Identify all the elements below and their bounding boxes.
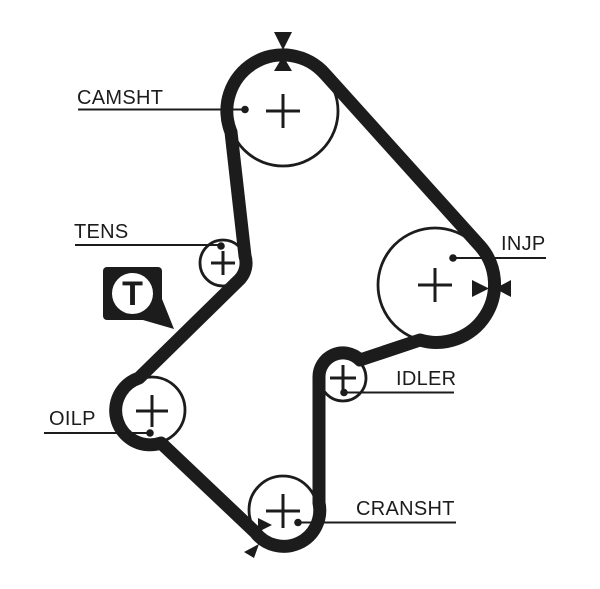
injection-pump-leader-dot	[449, 254, 457, 262]
idler-leader-dot	[340, 388, 348, 397]
tensioner-center-cross	[211, 251, 235, 275]
leader-lines	[44, 108, 546, 524]
injection-pump-timing-mark-outer-icon	[495, 280, 511, 297]
camshaft-timing-mark-outer-icon	[274, 32, 292, 50]
tensioner-badge-tail	[136, 299, 174, 329]
label-injection-pump: INJP	[501, 233, 546, 255]
label-tensioner: TENS	[74, 221, 129, 243]
tensioner-badge-letter: T	[122, 275, 143, 313]
crankshaft-timing-mark-inner-icon	[258, 518, 272, 532]
label-camshaft: CAMSHT	[77, 87, 164, 109]
crankshaft-timing-mark-outer-icon	[244, 544, 259, 558]
label-crankshaft: CRANSHT	[356, 498, 455, 520]
label-idler: IDLER	[396, 368, 457, 390]
idler-center-cross	[330, 365, 356, 391]
injection-pump-center-cross	[418, 268, 452, 302]
camshaft-center-cross	[266, 94, 300, 128]
oil-pump-leader-dot	[146, 429, 154, 437]
leader-dots	[146, 105, 457, 527]
pulley-center-crosses	[136, 94, 452, 528]
crankshaft-leader-dot	[294, 518, 302, 527]
oil-pump-center-cross	[136, 395, 168, 427]
tensioner-leader-dot	[217, 242, 225, 250]
camshaft-leader-dot	[241, 105, 249, 114]
timing-belt	[109, 48, 502, 553]
tensioner-badge: T	[103, 267, 174, 329]
injection-pump-timing-mark-inner-icon	[472, 280, 489, 297]
label-oil-pump: OILP	[49, 408, 96, 430]
timing-marks	[244, 32, 511, 558]
tensioner-badge-circle	[112, 273, 153, 314]
camshaft-timing-mark-inner-icon	[274, 56, 292, 71]
crankshaft-center-cross	[266, 494, 300, 528]
